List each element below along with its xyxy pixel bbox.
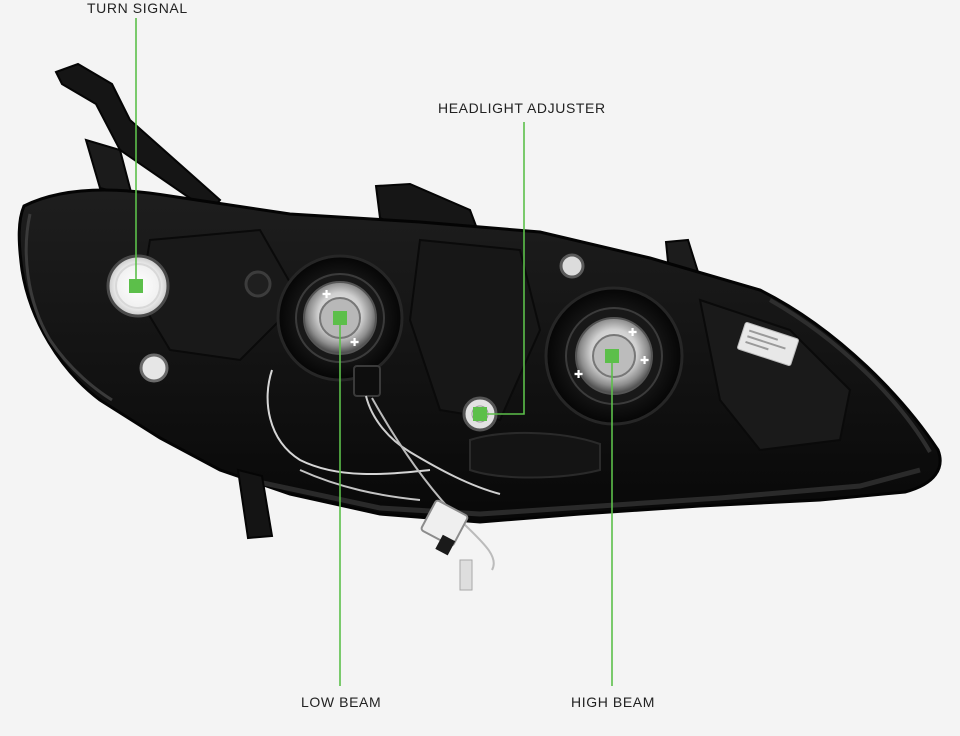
turn-signal-marker xyxy=(129,279,143,293)
headlight-adjuster-marker xyxy=(473,407,487,421)
headlight-adjuster-label: HEADLIGHT ADJUSTER xyxy=(438,100,606,116)
svg-text:✚: ✚ xyxy=(640,354,649,367)
high-beam-marker xyxy=(605,349,619,363)
headlight-adjuster-leader-line xyxy=(480,122,525,415)
headlight-housing xyxy=(17,62,942,540)
wiring-harness xyxy=(266,365,501,591)
svg-text:✚: ✚ xyxy=(322,288,331,301)
svg-text:✚: ✚ xyxy=(350,336,359,349)
low-beam-label: LOW BEAM xyxy=(301,694,382,710)
callout-leader-lines xyxy=(135,18,613,686)
svg-text:✚: ✚ xyxy=(574,368,583,381)
low-beam-marker xyxy=(333,311,347,325)
high-beam-label: HIGH BEAM xyxy=(571,694,655,710)
turn-signal-label: TURN SIGNAL xyxy=(87,0,188,16)
svg-text:✚: ✚ xyxy=(628,326,637,339)
callout-markers xyxy=(129,279,619,421)
